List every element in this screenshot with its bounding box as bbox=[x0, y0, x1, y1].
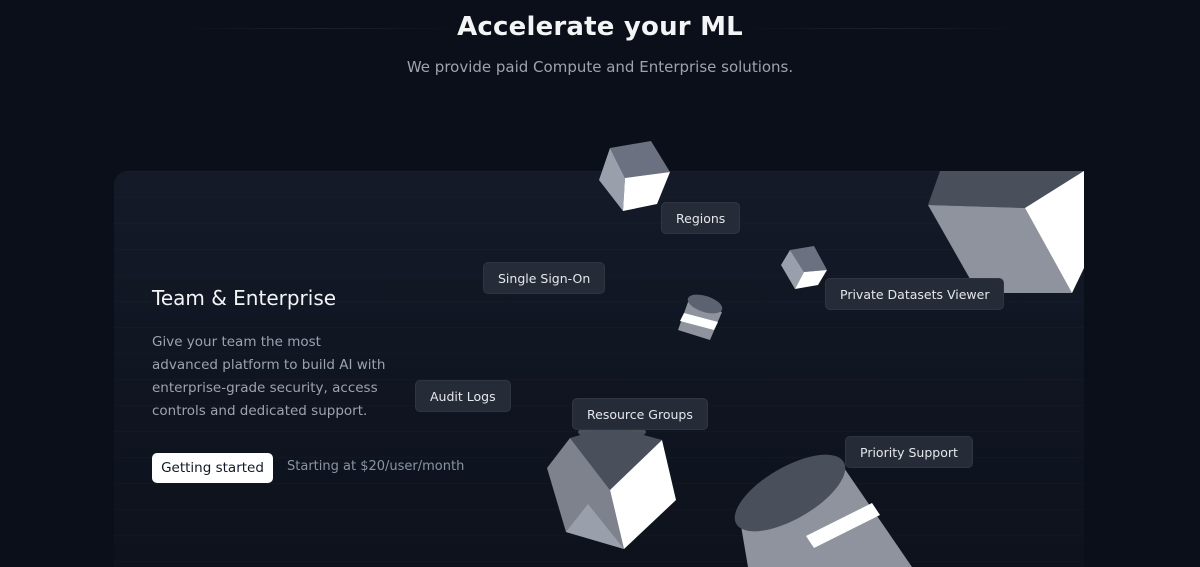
feature-chip-priority-support: Priority Support bbox=[845, 436, 973, 468]
feature-chip-audit-logs: Audit Logs bbox=[415, 380, 511, 412]
card-title: Team & Enterprise bbox=[152, 286, 337, 310]
page-title: Accelerate your ML bbox=[457, 12, 743, 42]
feature-chip-resource-groups: Resource Groups bbox=[572, 398, 708, 430]
feature-chip-regions: Regions bbox=[661, 202, 741, 234]
enterprise-card: Team & Enterprise Give your team the mos… bbox=[114, 171, 1084, 567]
feature-chip-private-datasets-viewer: Private Datasets Viewer bbox=[825, 278, 1005, 310]
page-subtitle: We provide paid Compute and Enterprise s… bbox=[406, 58, 794, 76]
feature-chip-single-sign-on: Single Sign-On bbox=[483, 262, 606, 294]
card-description: Give your team the most advanced platfor… bbox=[152, 334, 386, 419]
getting-started-button[interactable]: Getting started bbox=[152, 453, 273, 483]
headline-divider-right bbox=[740, 28, 1020, 29]
headline-divider-left bbox=[180, 28, 460, 29]
pricing-text: Starting at $20/user/month bbox=[287, 459, 465, 474]
